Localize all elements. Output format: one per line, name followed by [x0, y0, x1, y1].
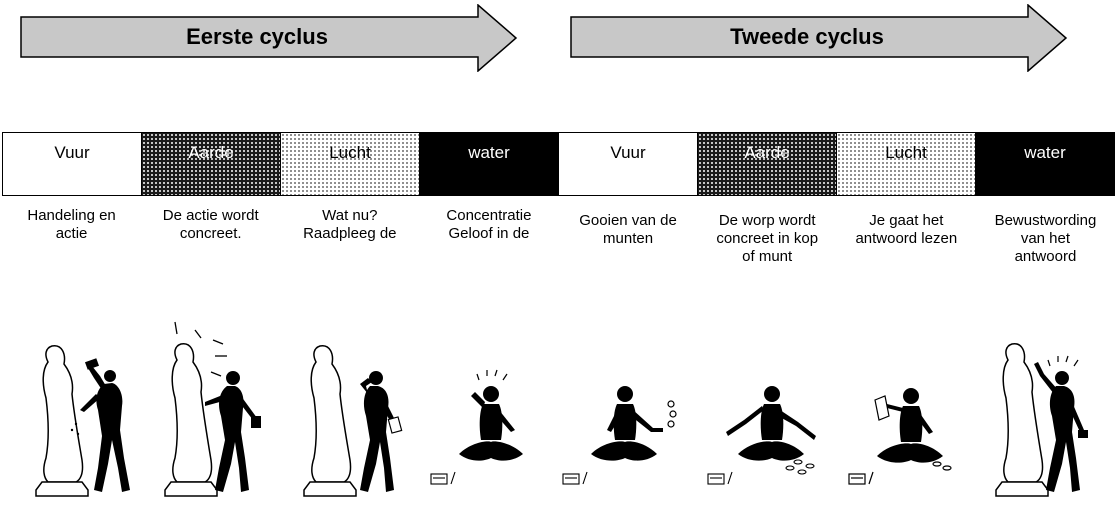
description-line: munten	[603, 230, 654, 247]
description-line: Concentratie	[446, 207, 532, 224]
element-label: Aarde	[744, 143, 790, 162]
figure-reading-book-icon	[837, 318, 976, 504]
description-line: Wat nu?	[322, 207, 378, 224]
figure-coins-landed-icon	[698, 318, 837, 504]
element-label: water	[1024, 143, 1066, 162]
cycle-arrow-first: Eerste cyclus	[20, 4, 518, 72]
step-description: Gooien van de munten	[559, 207, 698, 266]
cycle-label: Tweede cyclus	[730, 24, 884, 49]
element-band: Vuur Aarde Lucht water Vuur Aarde Lucht …	[2, 132, 1115, 196]
description-line: Bewustwording	[994, 212, 1097, 229]
step-description: Bewustwording van het antwoord	[976, 207, 1115, 266]
element-cell: Aarde	[698, 133, 837, 195]
description-line: van het	[1020, 230, 1071, 247]
element-label: Lucht	[885, 143, 927, 162]
element-cell: water	[976, 133, 1114, 195]
element-label: water	[468, 143, 510, 162]
element-cell: Aarde	[142, 133, 281, 195]
sculptor-chiseling-statue-icon	[2, 318, 141, 504]
element-cell: water	[420, 133, 559, 195]
description-line: De worp wordt	[718, 212, 816, 229]
description-line: Raadpleeg de	[303, 225, 397, 242]
step-description: Handeling en actie	[2, 207, 141, 266]
element-label: Vuur	[54, 143, 90, 162]
description-line: antwoord	[1014, 248, 1077, 265]
cycle-arrow-second: Tweede cyclus	[570, 4, 1068, 72]
element-cell: Lucht	[281, 133, 420, 195]
element-cell: Vuur	[3, 133, 142, 195]
description-line: Je gaat het	[869, 212, 944, 229]
meditating-figure-icon	[419, 318, 558, 504]
description-line: antwoord lezen	[855, 230, 958, 247]
element-label: Lucht	[329, 143, 371, 162]
element-label: Vuur	[610, 143, 646, 162]
sculptor-admiring-statue-icon	[141, 318, 280, 504]
element-cell: Lucht	[837, 133, 976, 195]
description-line: Gooien van de	[579, 212, 677, 229]
step-descriptions: Handeling en actie De actie wordt concre…	[2, 207, 1115, 266]
description-line: actie	[55, 225, 88, 242]
step-description: De actie wordt concreet.	[141, 207, 280, 266]
description-line: concreet.	[179, 225, 242, 242]
description-line: Geloof in de	[448, 225, 530, 242]
figure-tossing-coins-icon	[559, 318, 698, 504]
element-cell: Vuur	[559, 133, 698, 195]
cycle-label: Eerste cyclus	[186, 24, 328, 49]
description-line: concreet in kop	[716, 230, 819, 247]
sculptor-thinking-statue-icon	[280, 318, 419, 504]
step-description: De worp wordt concreet in kop of munt	[698, 207, 837, 266]
description-line: Handeling en	[27, 207, 116, 224]
description-line: of munt	[742, 248, 793, 265]
illustration-row	[2, 318, 1115, 504]
step-description: Je gaat het antwoord lezen	[837, 207, 976, 266]
sculptor-insight-statue-icon	[976, 318, 1115, 504]
description-line: De actie wordt	[162, 207, 259, 224]
step-description: Wat nu? Raadpleeg de	[280, 207, 419, 266]
element-label: Aarde	[188, 143, 234, 162]
step-description: Concentratie Geloof in de	[419, 207, 558, 266]
